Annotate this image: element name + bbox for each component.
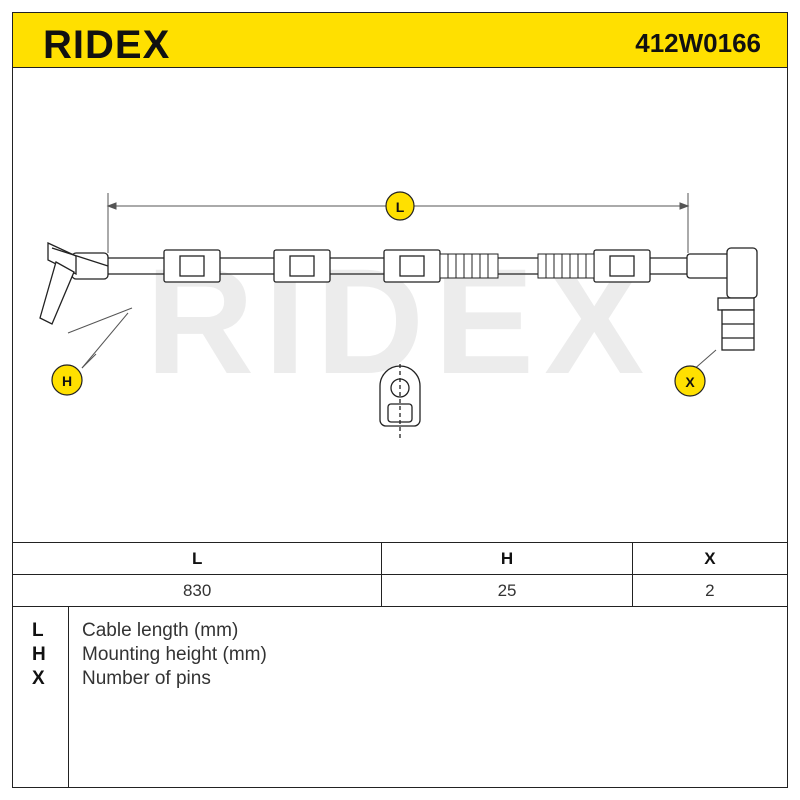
legend-code: L: [32, 620, 44, 641]
spec-col-h: H: [381, 542, 633, 575]
x-callout-label: X: [685, 374, 695, 390]
spec-value-l: 830: [11, 574, 383, 607]
h-callout-label: H: [62, 373, 72, 389]
legend-divider: [68, 606, 69, 788]
cable-grommets: [163, 249, 651, 283]
part-number: 412W0166: [635, 28, 761, 58]
h-callout: H: [51, 364, 83, 396]
connector: [686, 247, 758, 351]
sensor-head: [39, 241, 109, 325]
legend-text: Cable length (mm): [82, 620, 239, 641]
sensor-drawing: RIDEX: [39, 191, 758, 438]
legend-text: Number of pins: [82, 668, 211, 689]
spec-value-x: 2: [631, 574, 789, 607]
mounting-flange: [379, 364, 421, 438]
spec-col-l: L: [11, 542, 383, 575]
legend: L Cable length (mm) H Mounting height (m…: [12, 606, 788, 788]
legend-text: Mounting height (mm): [82, 644, 267, 665]
height-dimension: [67, 307, 133, 369]
l-callout-label: L: [396, 199, 405, 215]
legend-code: H: [32, 644, 46, 665]
cable-sleeves: [439, 253, 595, 279]
legend-item: L Cable length (mm): [12, 620, 788, 644]
legend-code: X: [32, 668, 45, 689]
l-callout: L: [385, 191, 415, 221]
brand-logo: RIDEX: [43, 23, 171, 67]
x-callout: X: [674, 349, 717, 397]
legend-item: H Mounting height (mm): [12, 644, 788, 668]
spec-value-h: 25: [381, 574, 633, 607]
spec-table-row: 830 25 2: [11, 574, 789, 607]
legend-item: X Number of pins: [12, 668, 788, 692]
header-bar: RIDEX 412W0166: [12, 12, 788, 68]
spec-col-x: X: [631, 542, 789, 575]
spec-table-header: L H X: [11, 542, 789, 575]
spec-table: L H X 830 25 2: [11, 542, 789, 607]
